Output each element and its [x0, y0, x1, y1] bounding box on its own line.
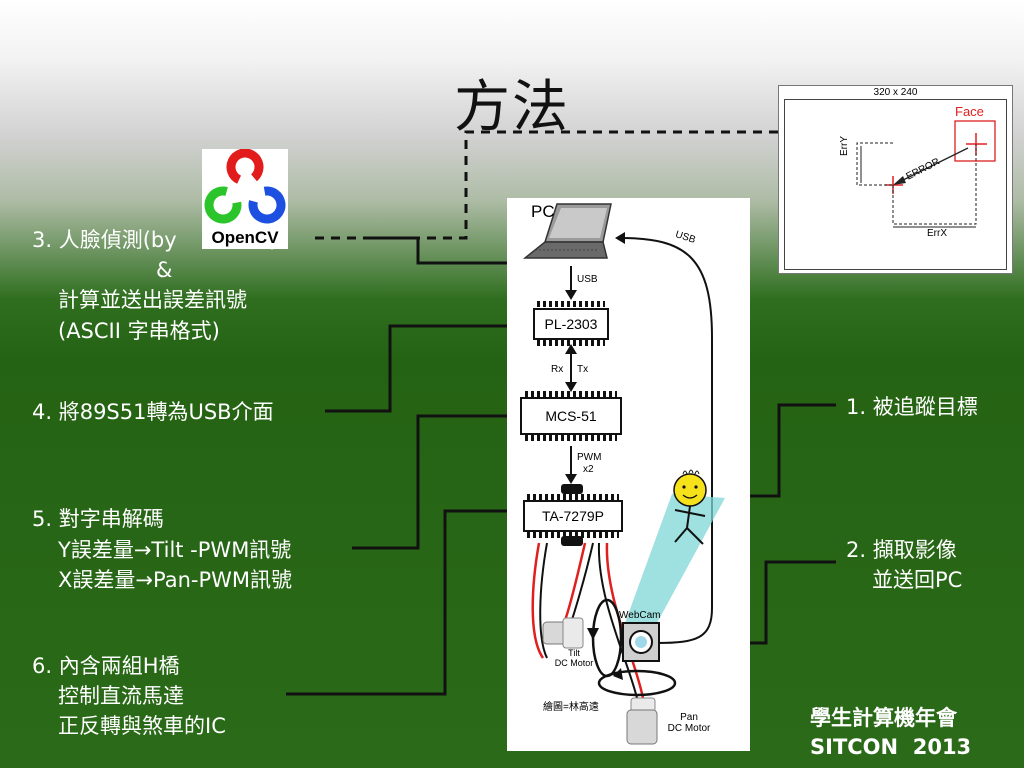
tx-label: Tx — [577, 364, 589, 375]
chip1-top-pins — [537, 301, 605, 307]
chip1-bottom-pins — [537, 340, 605, 346]
opencv-logo-text: OpenCV — [211, 228, 279, 247]
footer-event: SITCON 2013 — [810, 735, 972, 759]
pwm-x2-label: x2 — [583, 464, 594, 475]
step5-line1: 5. 對字串解碼 — [32, 507, 164, 531]
step3-line1: 3. 人臉偵測(by ) — [32, 225, 278, 255]
chip3-bottom-pins — [527, 532, 619, 538]
step6-line2: 控制直流馬達 — [58, 684, 184, 708]
step5-line3: X誤差量→Pan-PWM訊號 — [58, 568, 293, 592]
step6-line1: 6. 內含兩組H橋 — [32, 654, 180, 678]
ta7279p-chip: TA-7279P — [523, 500, 623, 532]
opencv-logo-icon — [204, 149, 286, 224]
step1-label: 1. 被追蹤目標 — [846, 395, 978, 419]
face-label: Face — [955, 104, 984, 119]
pc-label: PC — [531, 202, 555, 221]
step3-line2: & — [156, 258, 173, 282]
step4-label: 4. 將89S51轉為USB介面 — [32, 400, 274, 424]
pl2303-chip: PL-2303 — [533, 308, 609, 340]
pwm-label: PWM — [577, 452, 602, 463]
step5-line2: Y誤差量→Tilt -PWM訊號 — [58, 538, 292, 562]
frame-resolution: 320 x 240 — [873, 87, 918, 98]
chip3-heatsink-top — [561, 484, 583, 494]
erry-label: ErrY — [839, 136, 850, 156]
pan-line1: Pan — [680, 712, 698, 723]
errx-label: ErrX — [927, 228, 947, 239]
webcam-label: WebCam — [619, 610, 661, 621]
mcs51-chip: MCS-51 — [520, 397, 622, 435]
face-frame-diagram: 320 x 240 Face ErrY ERROR ErrX — [778, 85, 1013, 274]
step6-line3: 正反轉與煞車的IC — [58, 714, 226, 738]
hardware-drawing — [522, 203, 725, 745]
chip2-top-pins — [525, 391, 617, 397]
error-vector-graphic — [856, 120, 996, 228]
tilt-line1: Tilt — [568, 648, 580, 658]
pan-line2: DC Motor — [667, 723, 711, 734]
tilt-line2: DC Motor — [554, 658, 594, 668]
usb-label: USB — [577, 274, 598, 285]
step3-line3: 計算並送出誤差訊號 — [58, 288, 247, 312]
chip3-top-pins — [527, 494, 619, 500]
chip2-bottom-pins — [525, 435, 617, 441]
rx-label: Rx — [551, 364, 564, 375]
opencv-logo: OpenCV — [202, 149, 288, 249]
step3-line4: (ASCII 字串格式) — [58, 319, 220, 343]
step2-line2: 並送回PC — [872, 568, 963, 592]
step3-prefix: 3. 人臉偵測(by — [32, 228, 184, 252]
footer-org: 學生計算機年會 — [810, 706, 957, 730]
hardware-diagram: PC USB USB PL-2303 Rx Tx MCS-51 PWM x2 T… — [507, 198, 750, 751]
footer: 學生計算機年會 SITCON 2013 — [810, 704, 1010, 762]
step2-line1: 2. 擷取影像 — [846, 538, 957, 562]
credit-label: 繪圖=林高遠 — [543, 702, 599, 713]
slide-title: 方法 — [454, 75, 570, 140]
chip3-heatsink-bottom — [561, 536, 583, 546]
frame-border — [784, 99, 1007, 270]
